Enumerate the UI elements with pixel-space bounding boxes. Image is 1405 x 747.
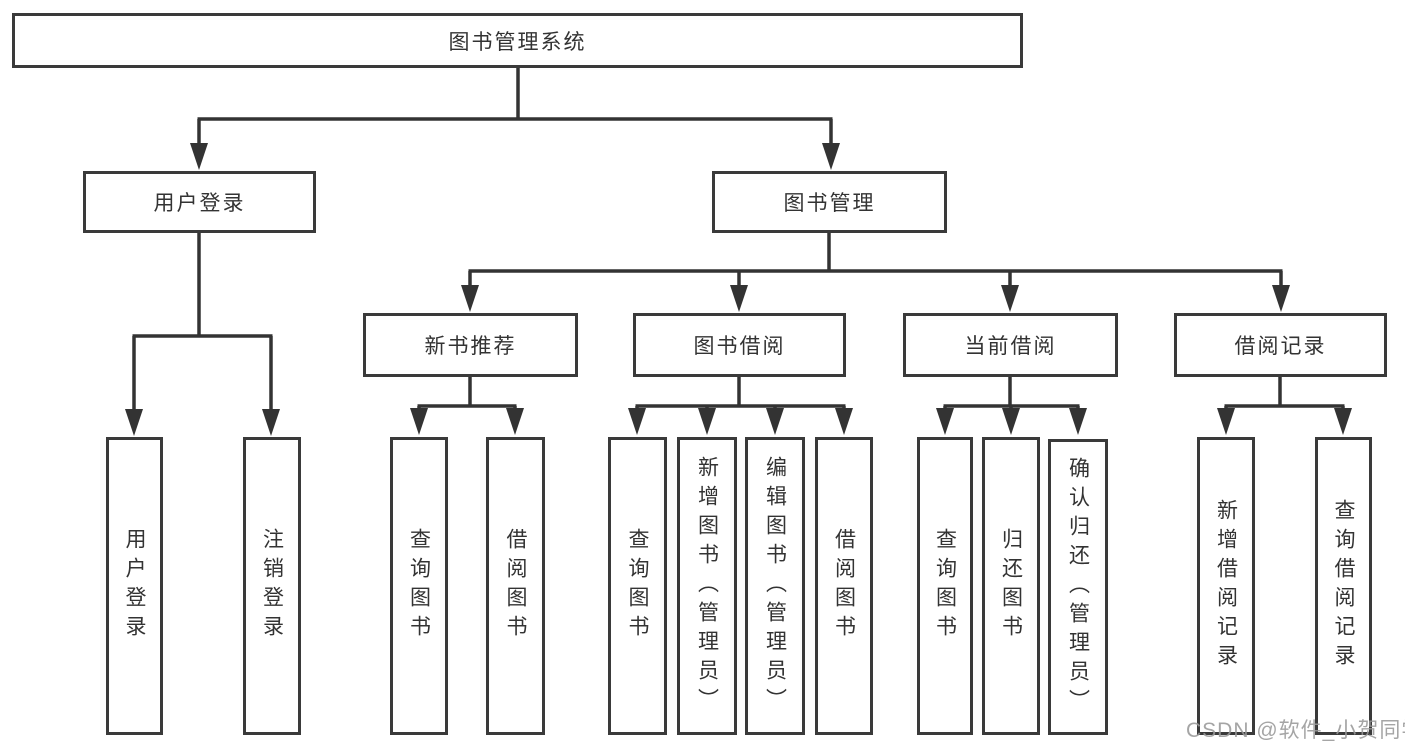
leaf-add-books-admin: 新增图书（管理员）	[677, 437, 737, 735]
node-label: 新增图书（管理员）	[695, 455, 719, 717]
node-label: 查询借阅记录	[1332, 499, 1355, 673]
node-label: 查询图书	[407, 528, 431, 644]
leaf-logout: 注销登录	[243, 437, 301, 735]
leaf-query-borrow-record: 查询借阅记录	[1315, 437, 1372, 735]
leaf-confirm-return-admin: 确认归还（管理员）	[1048, 439, 1108, 735]
node-label: 新增借阅记录	[1214, 499, 1238, 673]
leaf-borrow-books: 借阅图书	[815, 437, 873, 735]
node-label: 归还图书	[999, 528, 1023, 644]
csdn-watermark: CSDN @软件_小贺同学	[1186, 719, 1405, 742]
arrowheads	[125, 143, 1352, 436]
node-label: 当前借阅	[964, 335, 1057, 358]
node-label: 新书推荐	[424, 335, 517, 358]
leaf-user-login: 用户登录	[106, 437, 163, 735]
node-label: 查询图书	[626, 528, 649, 644]
node-label: 借阅记录	[1234, 335, 1327, 358]
node-label: 借阅图书	[504, 528, 527, 644]
leaf-query-books-recommend: 查询图书	[390, 437, 448, 735]
leaf-borrow-books-recommend: 借阅图书	[486, 437, 545, 735]
node-label: 编辑图书（管理员）	[763, 455, 787, 717]
node-label: 借阅图书	[832, 528, 856, 644]
leaf-return-books: 归还图书	[982, 437, 1040, 735]
node-borrow-records: 借阅记录	[1174, 313, 1387, 377]
node-label: 用户登录	[123, 528, 146, 644]
node-label: 查询图书	[933, 528, 957, 644]
node-label: 图书管理	[783, 192, 876, 215]
leaf-query-books-borrow: 查询图书	[608, 437, 667, 735]
node-label: 确认归还（管理员）	[1066, 456, 1090, 718]
node-label: 图书借阅	[693, 335, 786, 358]
leaf-add-borrow-record: 新增借阅记录	[1197, 437, 1255, 735]
node-new-book-recommend: 新书推荐	[363, 313, 578, 377]
leaf-query-books-current: 查询图书	[917, 437, 973, 735]
node-library-system: 图书管理系统	[12, 13, 1023, 68]
node-book-borrow: 图书借阅	[633, 313, 846, 377]
leaf-edit-books-admin: 编辑图书（管理员）	[745, 437, 805, 735]
node-user-login: 用户登录	[83, 171, 316, 233]
node-current-borrow: 当前借阅	[903, 313, 1118, 377]
node-label: 注销登录	[260, 528, 284, 644]
node-label: 用户登录	[153, 192, 246, 215]
node-book-management: 图书管理	[712, 171, 947, 233]
node-label: 图书管理系统	[448, 30, 587, 54]
